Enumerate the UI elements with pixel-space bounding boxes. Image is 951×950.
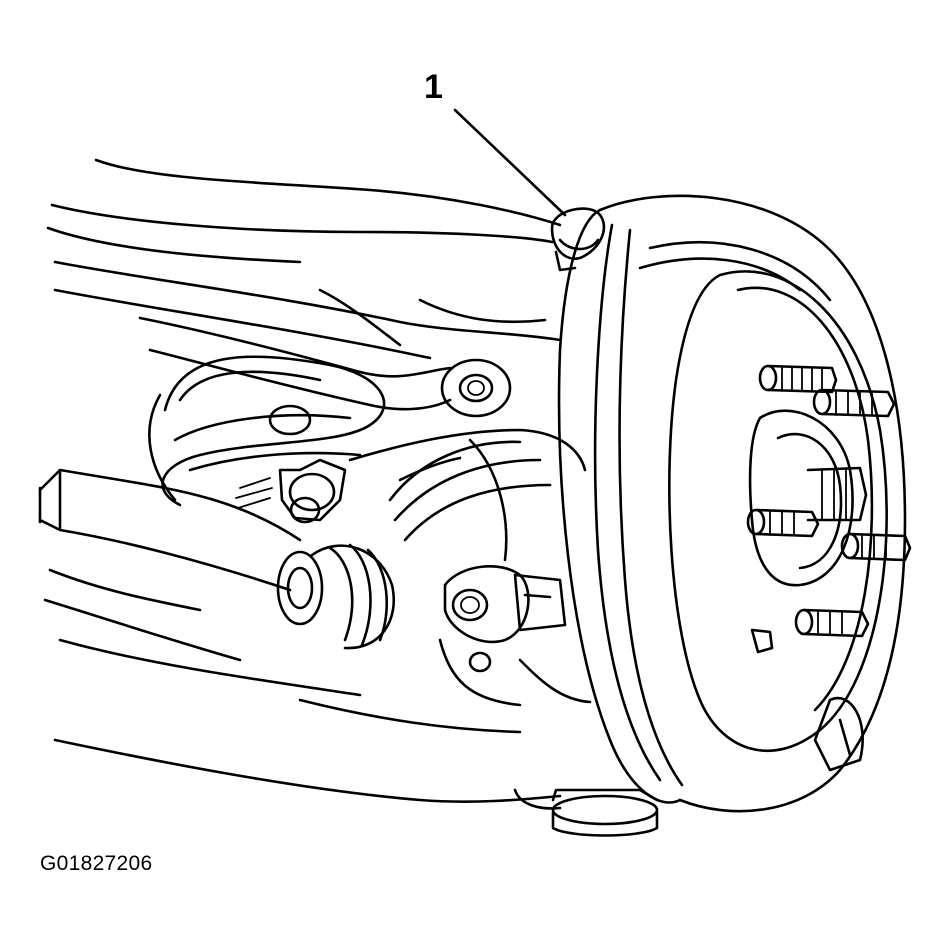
wheel-stud bbox=[840, 532, 912, 562]
brake-rotor bbox=[557, 194, 907, 813]
wheel-studs bbox=[746, 364, 912, 638]
coil-spring bbox=[148, 355, 386, 507]
lower-arm bbox=[38, 468, 562, 803]
bushing bbox=[276, 543, 395, 650]
wheel-stud bbox=[812, 388, 896, 418]
callout-leader-1 bbox=[453, 108, 567, 217]
toe-link bbox=[138, 316, 512, 418]
figure-id: G01827206 bbox=[40, 852, 153, 875]
wheel-stud bbox=[746, 508, 820, 538]
caliper-bracket bbox=[813, 696, 864, 772]
hub bbox=[668, 270, 888, 753]
upper-arm bbox=[46, 158, 562, 360]
callout-number-1: 1 bbox=[424, 68, 443, 106]
wheel-stud bbox=[794, 608, 870, 638]
wheel-stud bbox=[758, 364, 838, 394]
stabilizer-link bbox=[235, 458, 347, 524]
knuckle bbox=[348, 428, 659, 837]
center-stud bbox=[806, 466, 868, 522]
